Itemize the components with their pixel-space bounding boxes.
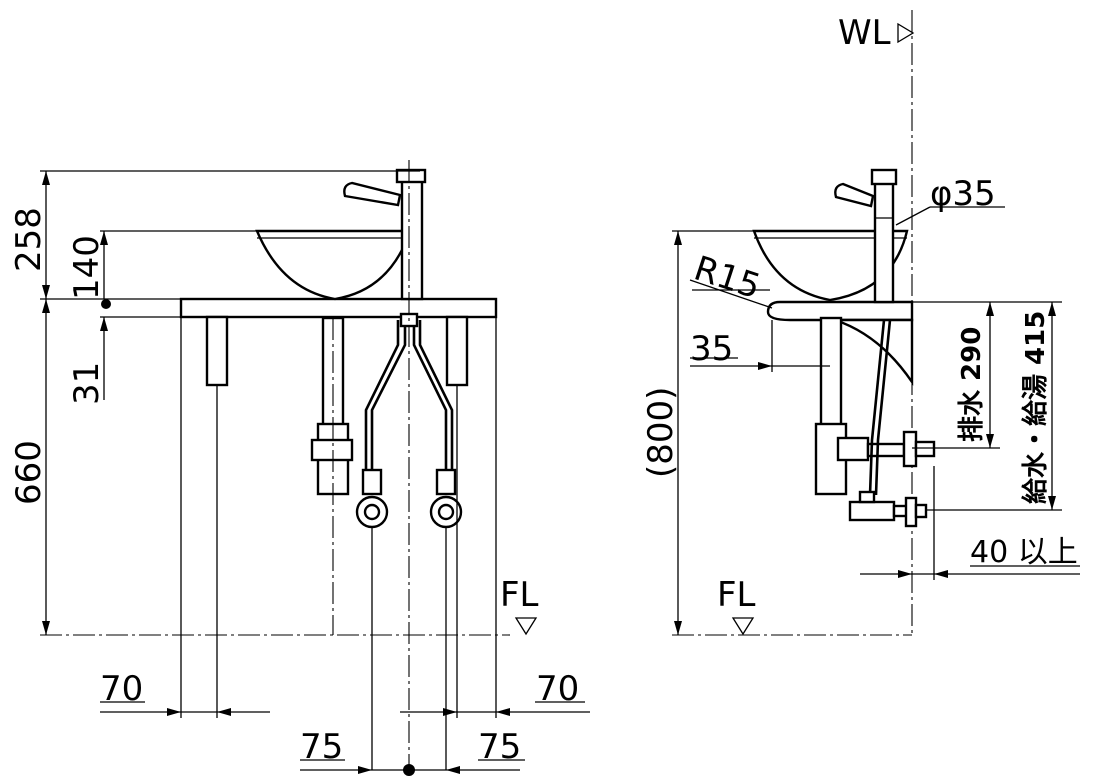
front-dim-31: 31 [67,362,107,405]
side-dim-drain-290: 排水 290 [957,327,987,442]
front-hose-left [370,320,407,470]
front-bracket-left [205,315,229,387]
front-faucet-body [400,178,424,301]
front-dim-140: 140 [67,235,107,300]
front-bowl [255,229,412,301]
front-dim-660: 660 [9,440,49,505]
side-lever-handle [834,182,875,208]
front-counter [179,297,498,319]
front-dim-70-left: 70 [100,669,143,709]
side-wall-label: WL [838,13,891,53]
front-view [40,160,590,776]
front-faucet-cap [395,168,427,184]
front-hose-right [412,320,448,470]
front-lever-handle [343,181,402,207]
side-dim-supply-415: 給水・給湯 415 [1020,311,1051,504]
front-floor-label: FL [500,575,539,615]
side-floor-label: FL [717,575,756,615]
side-drain-pipe [819,316,843,432]
side-faucet-body [873,180,895,304]
front-trap-nut [310,438,354,462]
side-dim-800: (800) [641,387,681,478]
side-bowl [752,229,909,302]
side-dim-40-min: 40 以上 [970,535,1078,570]
side-bracket [834,318,914,386]
side-supply-valve [848,500,896,522]
front-dim-70-right: 70 [536,669,579,709]
front-dim-258: 258 [9,207,49,272]
side-dim-35: 35 [690,329,733,369]
side-view [672,10,1080,636]
side-hose [868,319,886,496]
side-counter [766,300,914,322]
front-dim-75-right: 75 [478,727,521,767]
front-bracket-right [445,315,469,387]
side-dim-phi35: φ35 [930,174,996,214]
side-dim-r15: R15 [689,249,765,308]
front-dim-75-left: 75 [300,727,343,767]
